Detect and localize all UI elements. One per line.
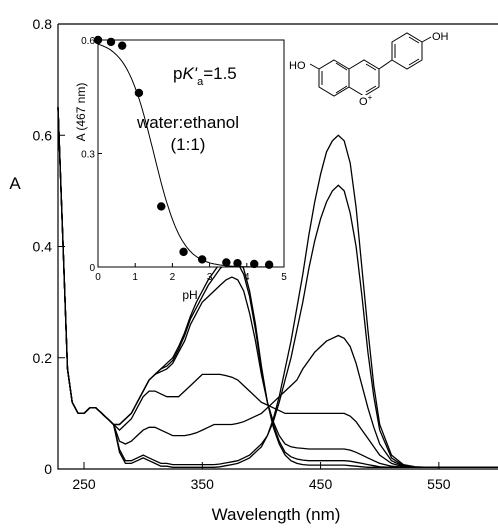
- inset-x-ticks: 0 1 2 3 4 5: [95, 263, 287, 283]
- inset-point-8: [233, 259, 242, 268]
- flavylium-structure-diagram: HO OH O+: [289, 31, 449, 108]
- inset-point-6: [197, 255, 207, 264]
- solvent-annotation-line1: water:ethanol: [136, 113, 239, 132]
- oh-label: OH: [432, 31, 449, 43]
- inset-point-2: [117, 41, 127, 50]
- spectrum-line-3: [57, 107, 498, 468]
- pka-subscript: a: [197, 76, 204, 88]
- oxygen-symbol: O: [359, 96, 368, 108]
- inset-ph-titration-chart: 0 1 2 3 4 5 0 0.3 0.6 pH A (467 nm) pK'a=1.5 wa…: [74, 35, 287, 302]
- inset-x-tick-label-1: 1: [132, 272, 138, 283]
- inset-point-7: [222, 258, 231, 267]
- inset-point-4: [157, 202, 166, 211]
- inset-point-5: [179, 247, 188, 257]
- inset-x-tick-label-3: 3: [207, 272, 213, 283]
- x-tick-label-250: 250: [72, 476, 96, 492]
- pka-annotation: pK'a=1.5: [173, 64, 237, 88]
- y-tick-label-0: 0: [44, 461, 52, 477]
- spectrum-line-1: [57, 107, 498, 468]
- oxygen-label-bg: [359, 95, 371, 107]
- inset-x-tick-label-4: 4: [244, 272, 250, 283]
- inset-y-axis-label: A (467 nm): [74, 83, 88, 142]
- inset-x-tick-label-0: 0: [95, 272, 101, 283]
- inset-x-tick-label-2: 2: [170, 272, 176, 283]
- y-tick-label-3: 0.6: [33, 127, 53, 143]
- inset-point-10: [264, 260, 274, 269]
- phenyl-ring: [391, 32, 423, 70]
- main-y-axis-label: A: [9, 174, 21, 193]
- oh-bond-right: [421, 36, 432, 43]
- inset-y-ticks: 0 0.3 0.6: [81, 36, 102, 274]
- x-tick-label-350: 350: [191, 476, 215, 492]
- main-x-ticks: 250 350 450 550: [72, 462, 451, 492]
- inset-point-3: [134, 88, 144, 98]
- pyrylium-ring: [348, 59, 380, 97]
- inset-y-tick-label-0: 0: [89, 263, 95, 274]
- solvent-annotation-line2: (1:1): [171, 135, 206, 154]
- pka-symbol: K': [182, 64, 197, 83]
- inset-background: [96, 40, 285, 267]
- inset-point-9: [250, 259, 259, 269]
- y-tick-label-2: 0.4: [33, 239, 53, 255]
- benzo-ring-inner-bonds: [321, 62, 348, 94]
- pka-value: =1.5: [203, 64, 237, 83]
- main-y-ticks: 0 0.2 0.4 0.6 0.8: [33, 16, 65, 477]
- inset-point-1: [106, 37, 116, 47]
- y-tick-label-1: 0.2: [33, 350, 53, 366]
- spectrum-series-group: [57, 107, 498, 468]
- ho-label: HO: [289, 60, 306, 72]
- pyrylium-double-bonds: [365, 63, 377, 93]
- main-x-axis-label: Wavelength (nm): [212, 505, 341, 524]
- oxygen-charge: +: [368, 93, 373, 102]
- y-tick-label-4: 0.8: [33, 16, 53, 32]
- inset-y-tick-label-1: 0.3: [81, 150, 95, 161]
- pka-prefix: p: [173, 64, 182, 83]
- phenyl-inner-bonds: [394, 36, 420, 66]
- oh-bond-left: [309, 63, 320, 70]
- inset-x-tick-label-5: 5: [281, 272, 287, 283]
- inset-y-tick-label-2: 0.6: [81, 36, 95, 47]
- spectrum-line-2: [57, 107, 498, 468]
- inset-x-axis-label: pH: [182, 288, 197, 302]
- oxygen-label: O+: [359, 93, 373, 108]
- x-tick-label-450: 450: [309, 476, 333, 492]
- phenyl-link-bond: [378, 59, 393, 70]
- x-tick-label-550: 550: [427, 476, 451, 492]
- spectrum-line-6: [57, 107, 498, 468]
- benzo-ring: [318, 59, 350, 97]
